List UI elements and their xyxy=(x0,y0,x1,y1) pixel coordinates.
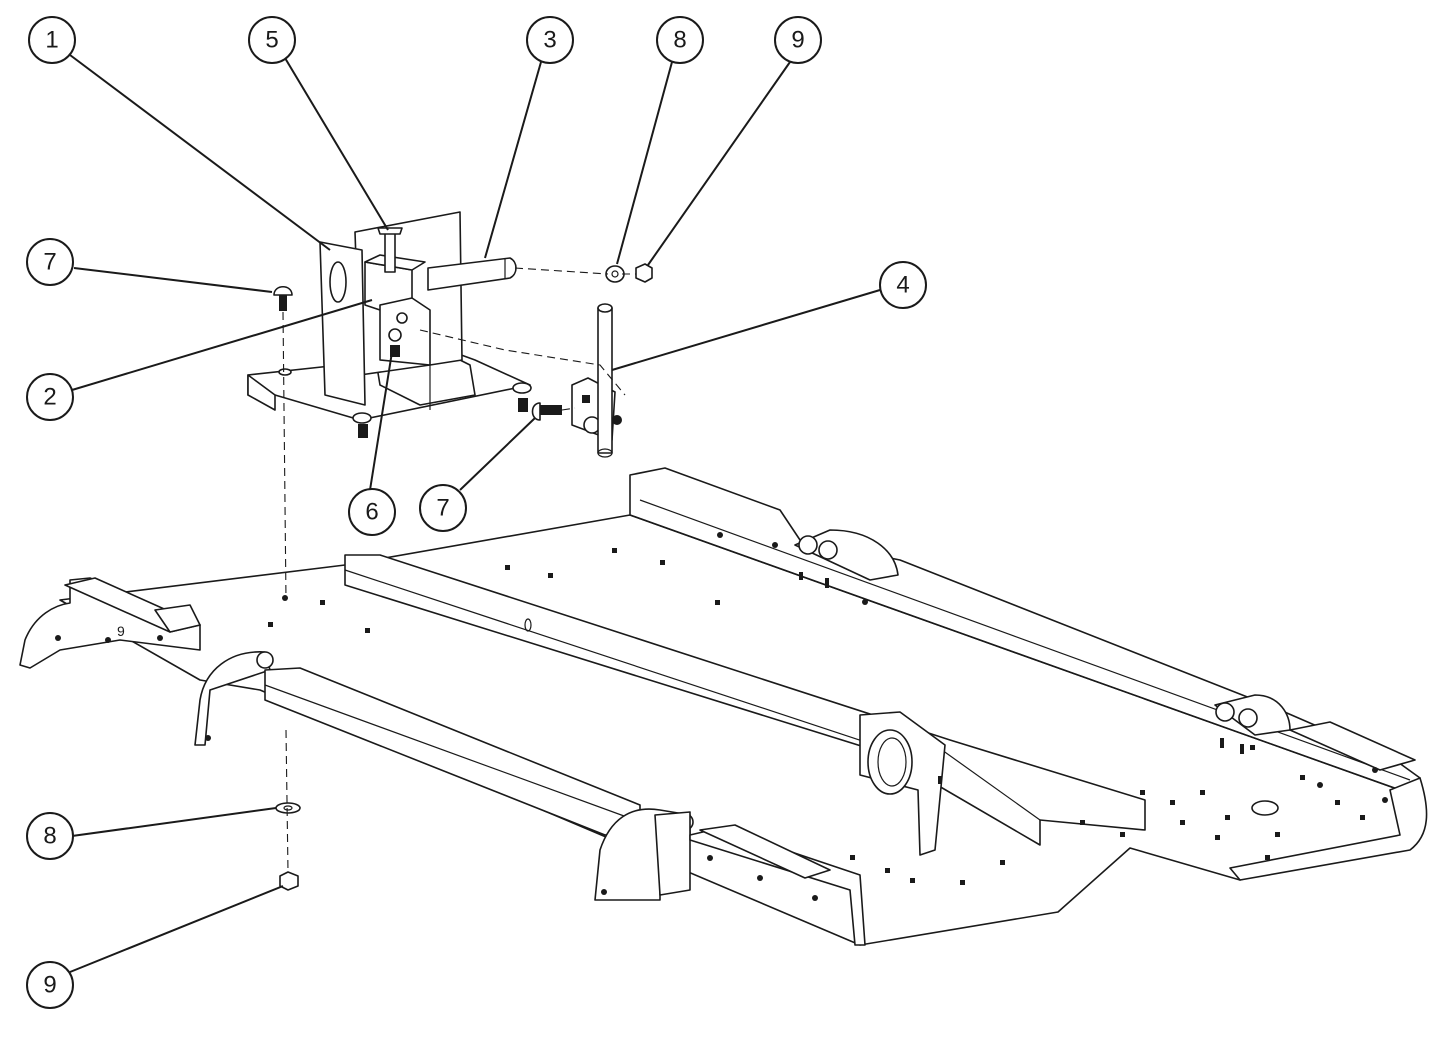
svg-text:4: 4 xyxy=(896,272,909,299)
pin-plate-assembly xyxy=(571,303,622,458)
svg-text:8: 8 xyxy=(673,27,686,54)
callout-8-bottom: 8 xyxy=(26,812,74,860)
svg-text:1: 1 xyxy=(45,27,58,54)
base-frame: 9 xyxy=(19,467,1428,946)
svg-text:8: 8 xyxy=(43,823,56,850)
callout-2: 2 xyxy=(26,373,74,421)
callout-7-top: 7 xyxy=(26,238,74,286)
floor-holes xyxy=(55,532,1388,901)
svg-text:2: 2 xyxy=(43,384,56,411)
svg-text:9: 9 xyxy=(43,972,56,999)
svg-text:7: 7 xyxy=(436,495,449,522)
callout-1: 1 xyxy=(28,16,76,64)
svg-text:3: 3 xyxy=(543,27,556,54)
callout-3: 3 xyxy=(526,16,574,64)
callout-9-top: 9 xyxy=(774,16,822,64)
callout-6: 6 xyxy=(348,488,396,536)
hitch-bracket-assembly xyxy=(247,211,532,438)
callout-7-middle: 7 xyxy=(419,484,467,532)
frame-stamp-label: 9 xyxy=(117,623,125,639)
svg-text:6: 6 xyxy=(365,499,378,526)
leader-lines xyxy=(69,54,881,973)
callout-9-bottom: 9 xyxy=(26,961,74,1009)
callout-4: 4 xyxy=(879,261,927,309)
callout-8-top: 8 xyxy=(656,16,704,64)
svg-text:7: 7 xyxy=(43,249,56,276)
assembly-lines xyxy=(282,267,636,873)
svg-text:5: 5 xyxy=(265,27,278,54)
svg-text:9: 9 xyxy=(791,27,804,54)
callout-5: 5 xyxy=(248,16,296,64)
fasteners xyxy=(273,263,653,891)
callout-balloons: 1 5 3 8 9 7 4 2 xyxy=(26,16,927,1009)
